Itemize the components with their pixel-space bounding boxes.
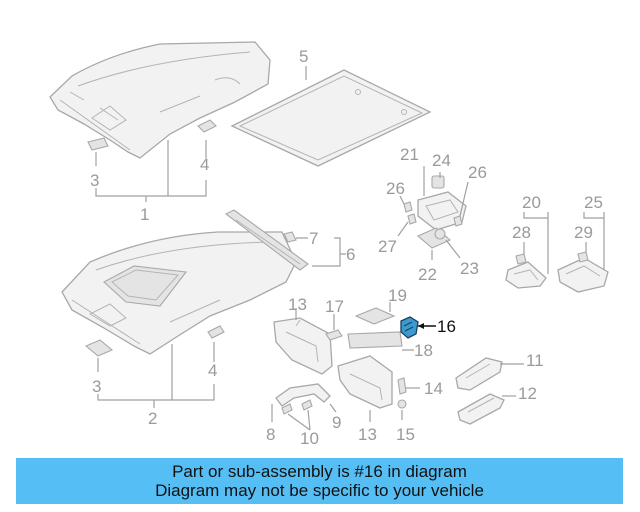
callout-28: 28 [512,223,531,242]
part-22-lens [416,227,452,249]
callout-3-bottom: 3 [92,377,101,396]
bracket-12 [457,393,505,425]
callout-6: 6 [346,245,355,264]
part-3-bottom [84,339,114,357]
grab-handle [275,383,331,407]
callout-24: 24 [432,151,451,170]
callout-5: 5 [299,47,308,66]
callout-4-top: 4 [200,155,209,174]
callout-20: 20 [522,193,541,212]
callout-2: 2 [148,409,157,428]
part-17 [325,329,343,341]
part-24 [431,175,445,189]
info-banner: Part or sub-assembly is #16 in diagram D… [16,458,623,504]
callout-1: 1 [140,205,149,224]
lamp-25 [557,257,609,293]
bracket-11 [455,357,503,391]
part-29 [577,251,589,263]
callout-29: 29 [574,223,593,242]
callout-4-bottom: 4 [208,361,217,380]
callout-10: 10 [300,429,319,448]
callout-12: 12 [518,384,537,403]
callout-17: 17 [325,297,344,316]
callout-26-left: 26 [386,179,405,198]
callout-11: 11 [526,351,544,370]
sun-visor-lower [337,355,393,409]
parts-diagram: 3 4 1 5 7 6 3 4 2 13 17 [49,41,609,448]
sunroof-panel [230,69,432,167]
part-4-top [197,119,217,133]
callout-8: 8 [266,425,275,444]
part-14 [397,377,407,395]
sun-visor-upper [273,317,333,375]
part-26-left [403,201,413,213]
callout-7: 7 [309,229,318,248]
callout-19: 19 [388,286,407,305]
callout-27: 27 [378,237,397,256]
callout-9: 9 [332,413,341,432]
part-26-right [453,215,463,227]
headliner-sunroof [61,231,297,355]
callout-13-top: 13 [288,295,307,314]
callout-23: 23 [460,259,479,278]
part-23 [434,228,446,240]
callout-13-bottom: 13 [358,425,377,444]
callout-25: 25 [584,193,603,212]
part-27 [407,213,417,225]
part-16-highlighted [400,316,419,339]
callout-21: 21 [400,145,419,164]
part-28 [515,253,527,265]
callout-18: 18 [414,341,433,360]
part-15 [397,399,407,409]
callout-14: 14 [424,379,443,398]
callout-22: 22 [418,265,437,284]
part-3-top [87,137,109,151]
callout-15: 15 [396,425,415,444]
callout-26-right: 26 [468,163,487,182]
lamp-20 [505,261,547,289]
part-4-bottom [207,325,225,339]
part-19 [354,307,396,325]
headliner-top [49,41,271,159]
part-10-clips [281,399,313,415]
banner-line-1: Part or sub-assembly is #16 in diagram [172,462,467,481]
callout-3-top: 3 [90,171,99,190]
part-6-strip [224,209,309,271]
banner-line-2: Diagram may not be specific to your vehi… [155,481,484,500]
part-7-clip [283,231,297,243]
callout-16: 16 [437,317,456,336]
part-18 [347,331,403,349]
